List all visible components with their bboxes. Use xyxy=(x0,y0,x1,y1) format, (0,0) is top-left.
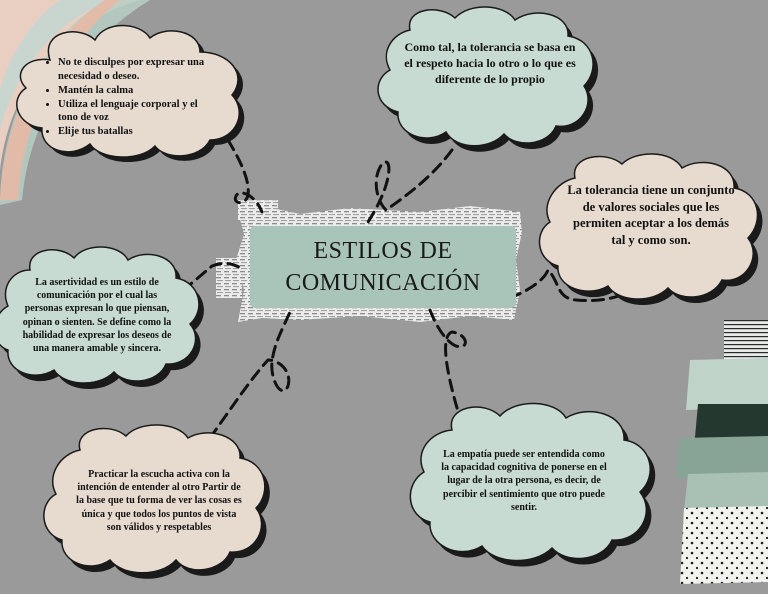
connector-active-listening xyxy=(208,310,292,440)
cloud-empathy xyxy=(409,402,656,567)
active-listening-text: Practicar la escucha activa con la inten… xyxy=(76,469,242,533)
cloud-tips xyxy=(16,24,245,163)
cloud-active-listening xyxy=(43,424,270,579)
newspaper-clip-top xyxy=(238,200,278,220)
tolerance-respect-text: Como tal, la tolerancia se basa en el re… xyxy=(404,40,576,86)
tolerance-values-text: La tolerancia tiene un conjunto de valor… xyxy=(567,183,735,247)
title-line-2: COMUNICACIÓN xyxy=(285,270,481,296)
tip-item: Elije tus batallas xyxy=(58,125,210,139)
tips-text: No te disculpes por expresar una necesid… xyxy=(40,56,210,139)
tip-item: Utiliza el lenguaje corporal y el tono d… xyxy=(58,98,210,126)
connector-empathy xyxy=(428,308,467,420)
tip-item: No te disculpes por expresar una necesid… xyxy=(58,56,210,84)
central-title-box: ESTILOS DE COMUNICACIÓN xyxy=(250,226,516,308)
paper-stack-decoration xyxy=(676,320,768,584)
cloud-tolerance-values xyxy=(538,153,763,306)
connector-tips xyxy=(226,138,264,214)
assertiveness-text: La asertividad es un estilo de comunicac… xyxy=(22,277,172,354)
cloud-tolerance-respect xyxy=(377,6,599,152)
connector-tolerance-values xyxy=(508,267,630,302)
connector-tolerance-respect xyxy=(366,148,454,224)
cloud-assertiveness xyxy=(0,246,204,390)
empathy-text: La empatía puede ser entendida como la c… xyxy=(441,449,607,513)
title-line-1: ESTILOS DE xyxy=(313,237,453,264)
tips-list: No te disculpes por expresar una necesid… xyxy=(40,56,210,139)
tip-item: Mantén la calma xyxy=(58,84,210,98)
